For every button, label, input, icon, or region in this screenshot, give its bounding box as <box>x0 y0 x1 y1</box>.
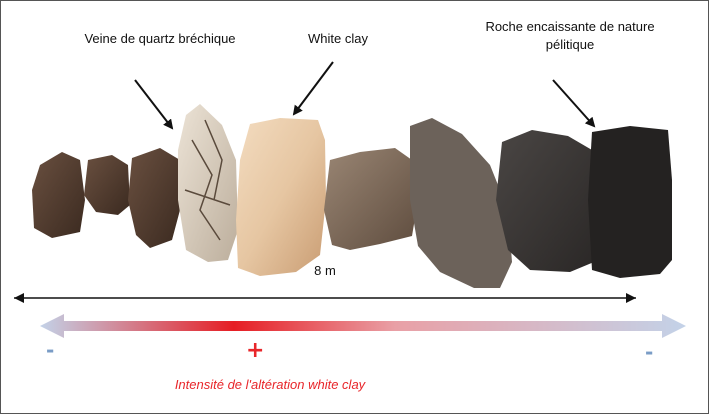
distance-label: 8 m <box>300 262 350 280</box>
dark-pelite-rock-2 <box>588 126 672 278</box>
white-clay-rock <box>236 118 326 276</box>
host-rock-label: Roche encaissante de nature pélitique <box>440 18 700 54</box>
dark-brown-rock-3 <box>128 148 180 248</box>
alteration-intensity-caption: Intensité de l'altération white clay <box>140 376 400 394</box>
plus-sign: + <box>246 338 264 363</box>
clay-pointer-arrow <box>294 62 333 114</box>
alteration-intensity-arrow <box>40 314 686 338</box>
host-rock-label-line1: Roche encaissante de nature <box>440 18 700 36</box>
distance-arrow-head-right <box>626 293 636 303</box>
quartz-vein-label: Veine de quartz bréchique <box>60 30 260 48</box>
dark-brown-rock-1 <box>32 152 85 238</box>
minus-sign-right: - <box>645 340 653 364</box>
distance-arrow-head-left <box>14 293 24 303</box>
roche-pointer-arrow <box>553 80 594 126</box>
dark-pelite-rock-1 <box>496 130 598 272</box>
white-clay-label: White clay <box>278 30 398 48</box>
altered-rock-1 <box>324 148 418 250</box>
minus-sign-left: - <box>46 338 54 362</box>
quartz-pointer-arrow <box>135 80 172 128</box>
host-rock-label-line2: pélitique <box>440 36 700 54</box>
altered-rock-2 <box>410 118 512 288</box>
dark-brown-rock-2 <box>84 155 130 215</box>
